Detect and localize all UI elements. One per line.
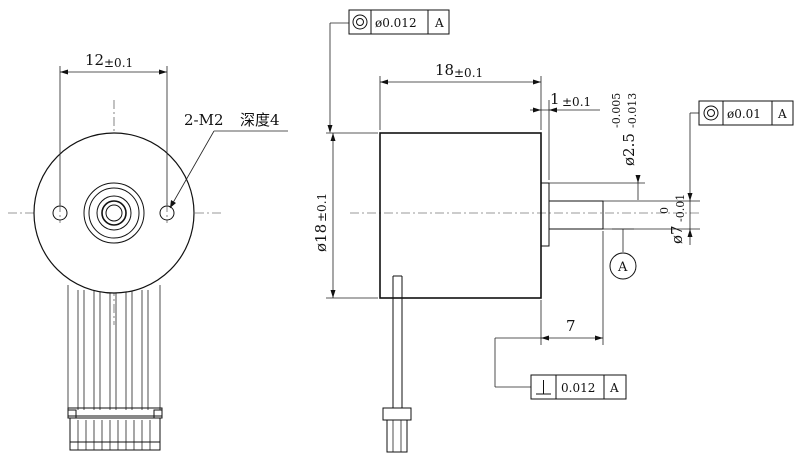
pilot-flange [540, 182, 550, 247]
side-cable [382, 275, 412, 453]
hole-callout: 2-M2 深度4 [169, 111, 288, 209]
shaft-diameter-dimension: ø7 0 -0.01 [603, 193, 700, 245]
perpendicularity-icon [536, 380, 551, 395]
gdt-face-perpendicularity: 0.012 A [494, 337, 627, 400]
shaft-end [101, 200, 127, 226]
hole-callout-text: 2-M2 [184, 111, 224, 129]
front-view: 12 ±0.1 2-M2 深度4 [8, 51, 288, 451]
hole-depth-text: 深度4 [240, 111, 280, 129]
flange-length-value: 1 [550, 90, 560, 108]
body-length-value: 18 [435, 61, 454, 79]
concentricity-icon [352, 14, 368, 30]
gdt-pilot-concentricity: ø0.01 A [689, 100, 794, 193]
bearing-ring [96, 195, 132, 231]
pilot-diameter-value: ø2.5 [620, 133, 638, 166]
side-body-outline [379, 132, 542, 299]
ribbon-cable [67, 285, 161, 410]
shaft-diameter-value: ø7 [668, 225, 686, 244]
boss-ring-mid [88, 187, 140, 239]
center-distance-tolerance: ±0.1 [104, 56, 133, 70]
pilot-diameter-dimension: ø2.5 -0.005 -0.013 [549, 93, 645, 200]
datum-a-symbol: A [609, 228, 637, 280]
datum-a-label: A [617, 260, 628, 275]
front-body-outline [33, 132, 195, 294]
pilot-diameter-tol-lower: -0.013 [626, 93, 639, 128]
shaft-length-dimension: 7 [540, 231, 604, 345]
center-distance-value: 12 [85, 51, 104, 69]
body-diameter-tolerance: ±0.1 [315, 193, 329, 222]
front-connector [67, 407, 163, 451]
boss-ring-outer [83, 182, 145, 244]
pilot-diameter-tol-upper: -0.005 [610, 93, 623, 128]
shaft-end-inner [105, 204, 123, 222]
gdt-pilot-concentricity-datum: A [777, 107, 787, 121]
body-diameter-value: ø18 [312, 224, 330, 252]
gdt-body-concentricity-value: ø0.012 [375, 16, 417, 30]
output-shaft [548, 200, 604, 230]
body-diameter-dimension: ø18 ±0.1 [312, 132, 378, 299]
shaft-diameter-tol-lower: -0.01 [674, 194, 687, 222]
body-length-tolerance: ±0.1 [454, 66, 483, 80]
gdt-face-perpendicularity-value: 0.012 [561, 381, 595, 395]
center-distance-dimension: 12 ±0.1 [59, 51, 168, 205]
gdt-body-concentricity-datum: A [434, 16, 444, 30]
side-view: 18 ±0.1 1 ±0.1 ø2.5 -0.005 -0.013 [312, 9, 794, 453]
concentricity-icon-2 [703, 105, 719, 121]
gdt-face-perpendicularity-datum: A [609, 381, 619, 395]
gdt-body-concentricity: ø0.012 A [327, 9, 450, 133]
shaft-diameter-tol-upper: 0 [658, 207, 671, 214]
body-length-dimension: 18 ±0.1 [379, 61, 542, 130]
flange-length-tolerance: ±0.1 [562, 95, 591, 109]
gdt-pilot-concentricity-value: ø0.01 [727, 107, 761, 121]
flange-length-dimension: 1 ±0.1 [530, 90, 600, 180]
shaft-length-value: 7 [566, 317, 576, 335]
